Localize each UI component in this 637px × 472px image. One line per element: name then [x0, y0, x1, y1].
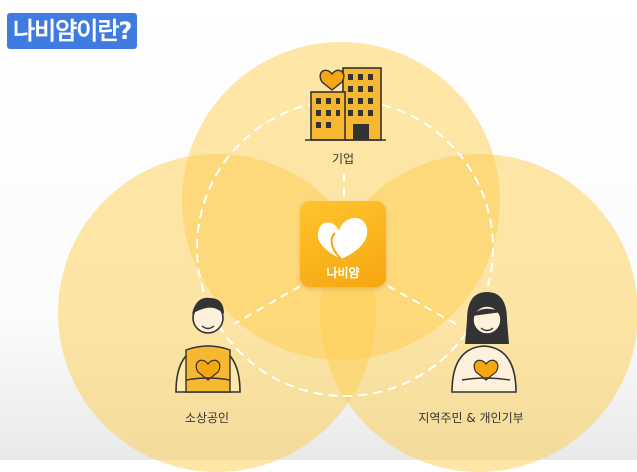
woman-holding-heart-icon	[451, 292, 517, 393]
company-label: 기업	[331, 152, 355, 166]
shopkeeper-holding-heart-icon	[175, 297, 241, 393]
diagram-overlay	[175, 67, 517, 393]
connector-donor	[387, 285, 457, 325]
butterfly-heart-logo-icon	[317, 217, 368, 260]
center-label: 나비얌	[326, 266, 360, 280]
nabiyam-logo-tile: 나비얌	[300, 201, 386, 287]
connector-merchant	[233, 285, 301, 325]
page-title: 나비얌이란?	[7, 13, 138, 49]
merchant-label: 소상공인	[184, 411, 230, 425]
donor-label: 지역주민 & 개인기부	[418, 411, 524, 425]
building-with-heart-icon	[305, 67, 386, 141]
